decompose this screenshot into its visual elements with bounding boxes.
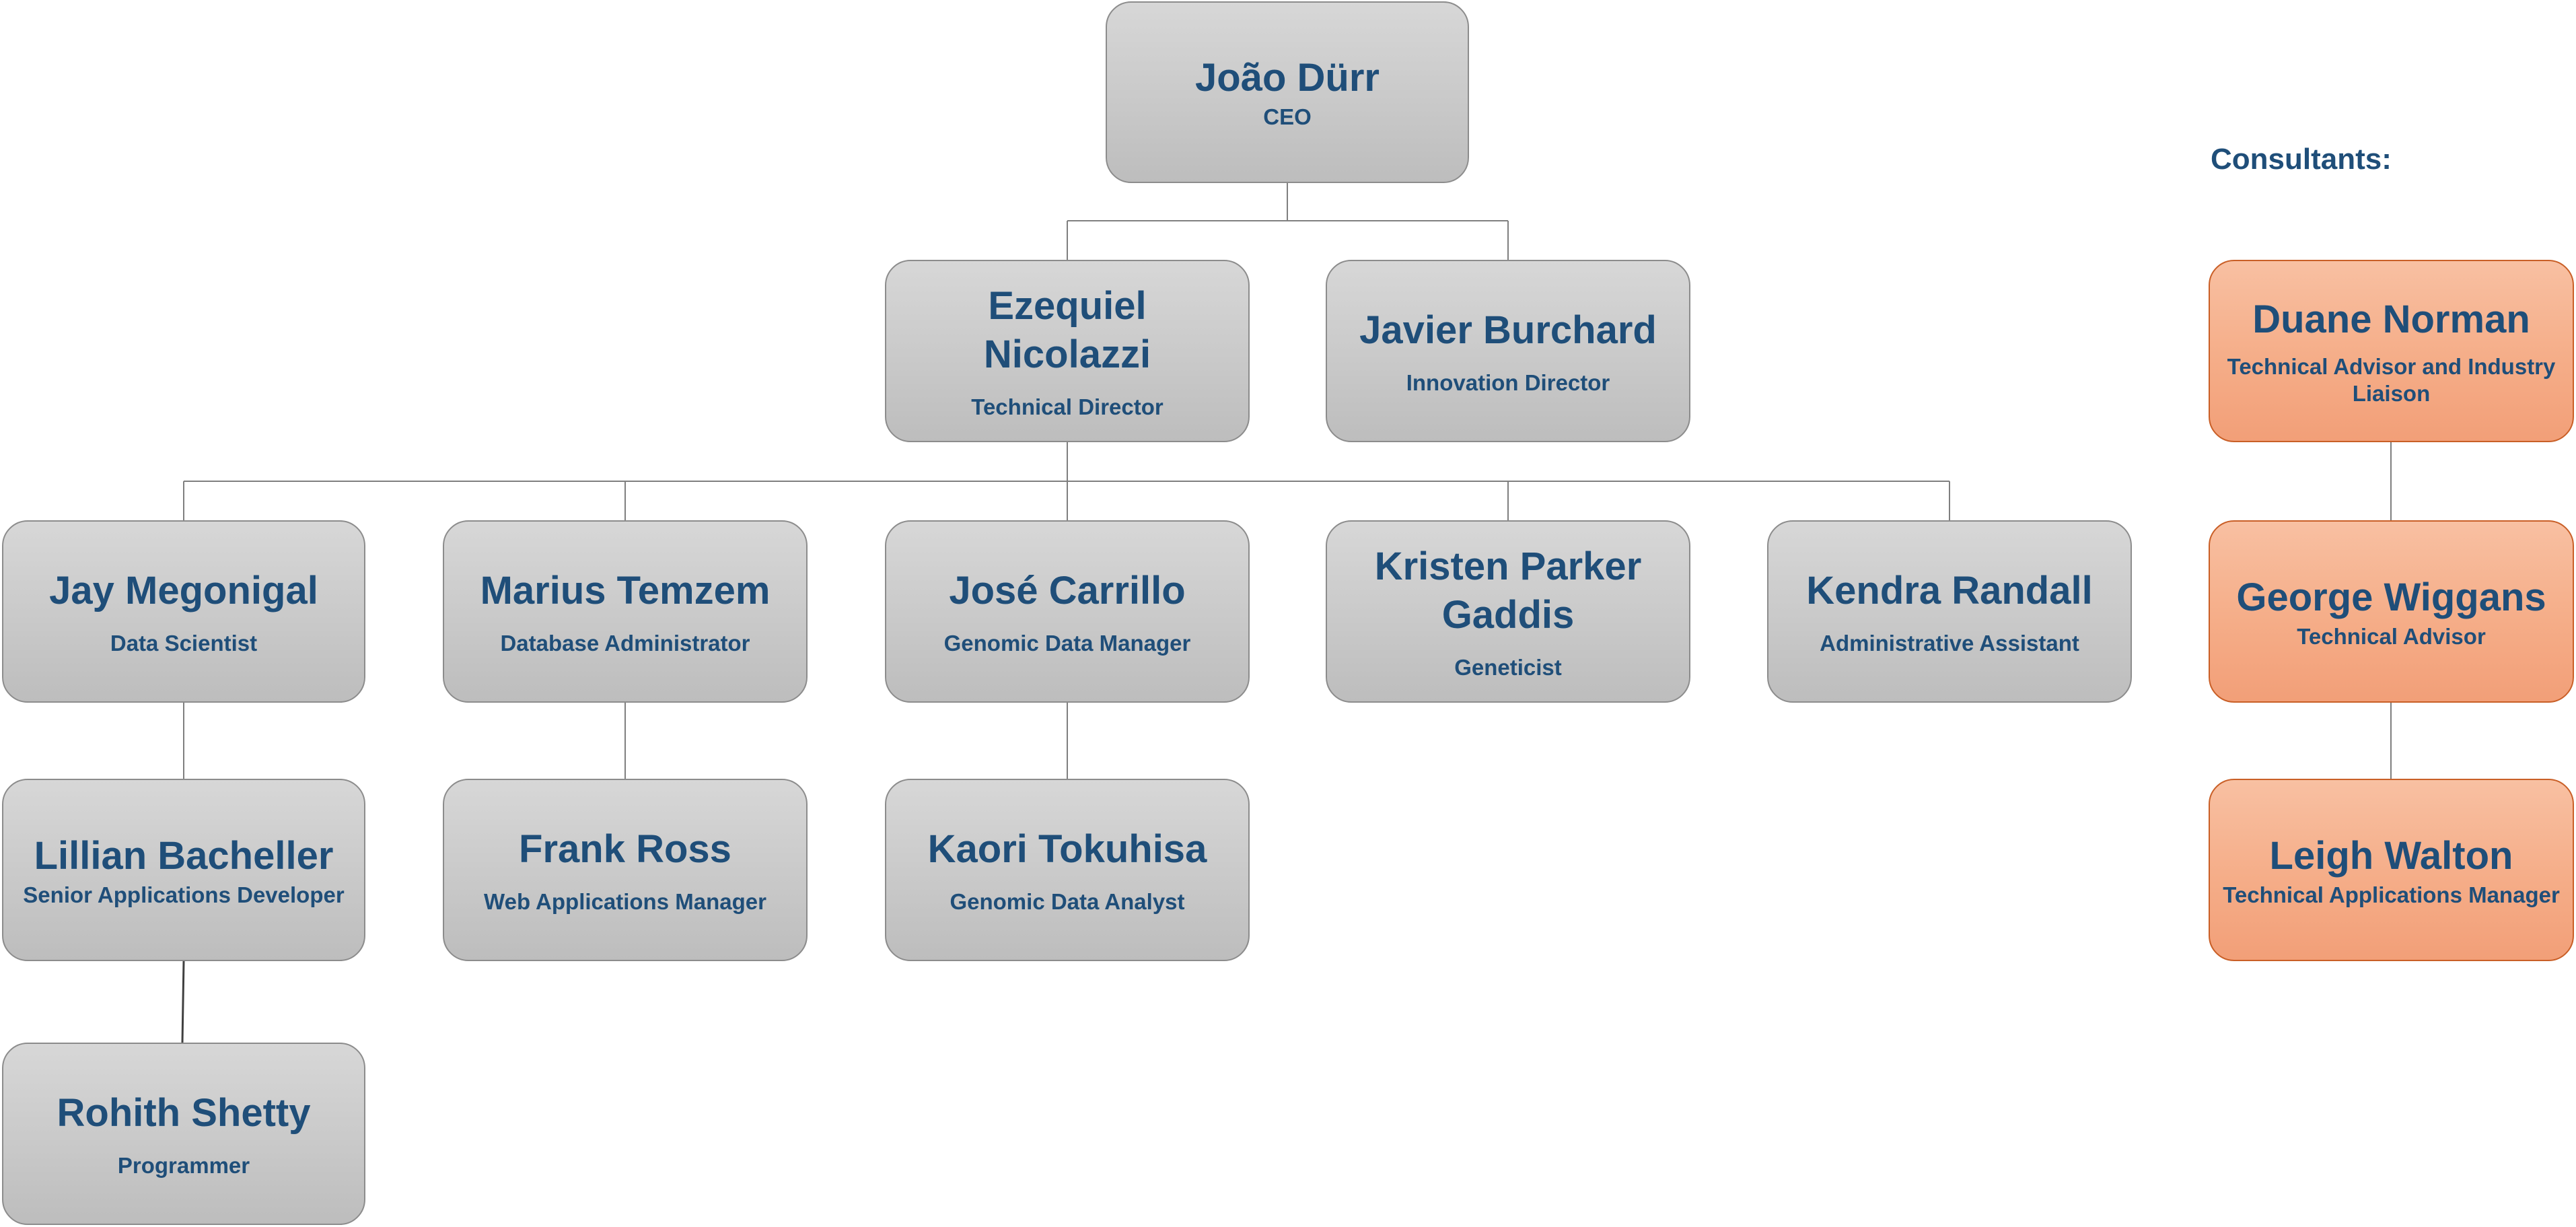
node-name: Frank Ross [519, 827, 731, 871]
node-title: Technical Director [971, 394, 1164, 419]
node-name: José Carrillo [949, 568, 1186, 612]
node-name: Leigh Walton [2269, 833, 2513, 878]
node-name: João Dürr [1195, 56, 1380, 100]
node-title: Technical Applications Manager [2223, 882, 2560, 907]
data-scientist-node: Jay Megonigal Data Scientist [2, 520, 365, 703]
node-name: Javier Burchard [1359, 308, 1657, 352]
node-title: Technical Advisor [2297, 623, 2486, 649]
genomic-data-manager-node: José Carrillo Genomic Data Manager [885, 520, 1250, 703]
connector-developer-to-programmer [181, 960, 185, 1043]
ceo-node: João Dürr CEO [1106, 1, 1469, 183]
node-name: Ezequiel Nicolazzi [983, 283, 1151, 376]
consultants-heading: Consultants: [2211, 143, 2392, 176]
consultant-industry-liaison-node: Duane Norman Technical Advisor and Indus… [2209, 260, 2574, 442]
node-title: Data Scientist [110, 630, 258, 656]
programmer-node: Rohith Shetty Programmer [2, 1043, 365, 1225]
consultant-technical-applications-manager-node: Leigh Walton Technical Applications Mana… [2209, 779, 2574, 961]
node-title: Technical Advisor and Industry Liaison [2227, 353, 2556, 406]
node-title: Geneticist [1454, 654, 1562, 680]
node-title: Web Applications Manager [484, 888, 766, 914]
node-title: CEO [1263, 104, 1312, 129]
node-title: Database Administrator [500, 630, 750, 656]
node-title: Innovation Director [1406, 370, 1610, 395]
node-name: Marius Temzem [480, 568, 771, 612]
senior-applications-developer-node: Lillian Bacheller Senior Applications De… [2, 779, 365, 961]
node-name: Rohith Shetty [57, 1090, 311, 1135]
node-title: Administrative Assistant [1820, 630, 2079, 656]
node-name: George Wiggans [2236, 575, 2546, 619]
geneticist-node: Kristen Parker Gaddis Geneticist [1326, 520, 1690, 703]
genomic-data-analyst-node: Kaori Tokuhisa Genomic Data Analyst [885, 779, 1250, 961]
innovation-director-node: Javier Burchard Innovation Director [1326, 260, 1690, 442]
database-administrator-node: Marius Temzem Database Administrator [443, 520, 808, 703]
node-title: Senior Applications Developer [23, 882, 345, 907]
node-name: Kendra Randall [1806, 568, 2093, 612]
node-name: Duane Norman [2252, 297, 2530, 341]
web-applications-manager-node: Frank Ross Web Applications Manager [443, 779, 808, 961]
consultant-technical-advisor-node: George Wiggans Technical Advisor [2209, 520, 2574, 703]
node-name: Jay Megonigal [49, 568, 318, 612]
node-title: Programmer [117, 1152, 250, 1178]
node-title: Genomic Data Manager [943, 630, 1191, 656]
administrative-assistant-node: Kendra Randall Administrative Assistant [1767, 520, 2132, 703]
node-name: Lillian Bacheller [34, 833, 334, 878]
node-name: Kristen Parker Gaddis [1374, 544, 1642, 637]
node-title: Genomic Data Analyst [950, 888, 1185, 914]
node-name: Kaori Tokuhisa [927, 827, 1207, 871]
technical-director-node: Ezequiel Nicolazzi Technical Director [885, 260, 1250, 442]
